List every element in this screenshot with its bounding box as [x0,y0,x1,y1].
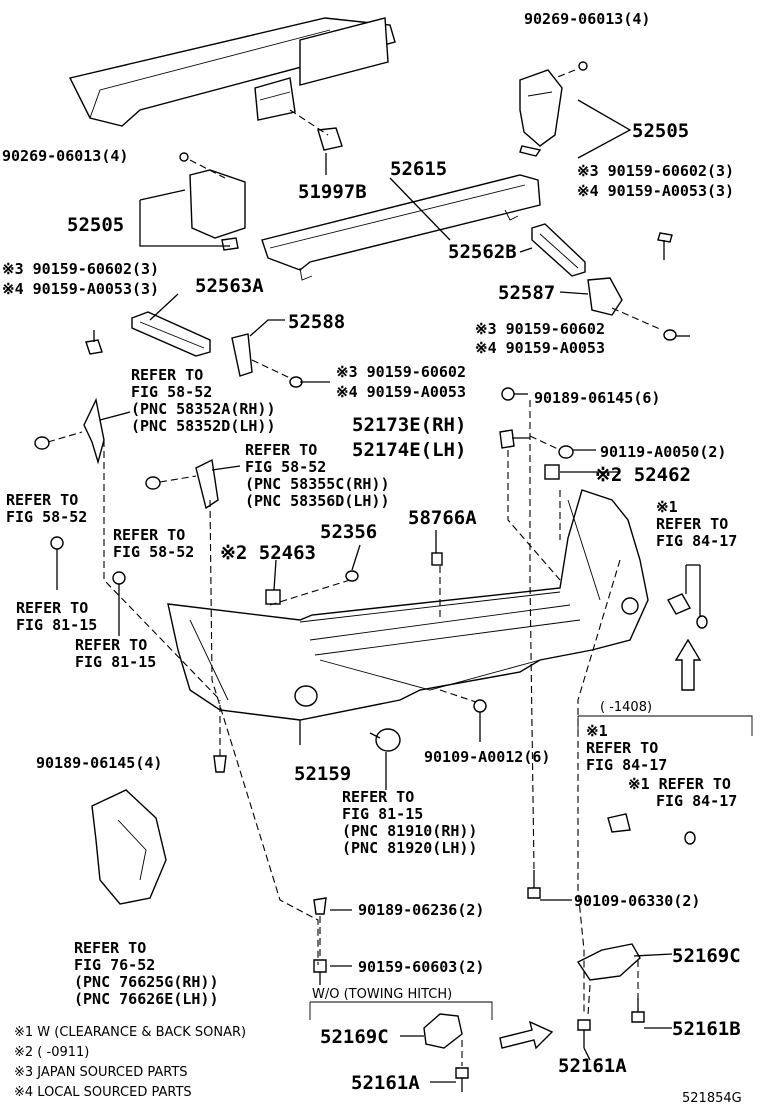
label-90159-60602-3-right: ※3 90159-60602(3) [577,162,734,180]
ref-fig-58-52-d: REFER TO FIG 58-52 [113,526,194,561]
label-90159-a0053-right: ※4 90159-A0053 [475,339,605,357]
label-52169c-left: 52169C [320,1026,389,1048]
diagram-id: 521854G [682,1091,742,1106]
label-90159-60602-right: ※3 90159-60602 [475,320,605,338]
label-52173e: 52173E(RH) [352,414,466,436]
ref-fig-81-15-a: REFER TO FIG 81-15 [16,599,97,634]
label-52562b: 52562B [448,241,517,263]
label-90269-06013-top: 90269-06013(4) [524,10,650,28]
ref-fig-84-17-c: ※1 REFER TO FIG 84-17 [628,775,740,810]
bumper-cover-52159-drawing [167,489,649,721]
label-58766a: 58766A [408,507,477,529]
label-52463: ※2 52463 [220,542,316,564]
bracket-52587-drawing [587,277,623,316]
label-52588: 52588 [288,311,345,333]
label-52563a: 52563A [195,275,264,297]
reference-labels: REFER TO FIG 58-52 (PNC 58352A(RH)) (PNC… [6,366,740,1008]
label-52462: ※2 52462 [595,464,691,486]
mudguard-76-52-drawing [91,789,167,905]
label-90159-60603: 90159-60603(2) [358,958,484,976]
footnote-3: ※3 JAPAN SOURCED PARTS [14,1065,188,1080]
drawings [34,17,753,1092]
box-label-towing-hitch: W/O (TOWING HITCH) [312,987,452,1002]
label-90159-60602-center: ※3 90159-60602 [336,363,466,381]
bracket-52169c-left-drawing [423,1013,463,1049]
label-90189-06236: 90189-06236(2) [358,901,484,919]
bracket-58352-drawing [83,397,105,465]
footnote-2: ※2 ( -0911) [14,1045,89,1060]
label-52161a-right: 52161A [558,1055,627,1077]
label-52505-right: 52505 [632,120,689,142]
bracket-52505-left-drawing [189,169,246,239]
bracket-52169c-right-drawing [576,943,641,981]
label-90159-60602-3-left: ※3 90159-60602(3) [2,260,159,278]
ref-fig-58-52-a: REFER TO FIG 58-52 (PNC 58352A(RH)) (PNC… [131,366,285,435]
ref-fig-76-52: REFER TO FIG 76-52 (PNC 76625G(RH)) (PNC… [74,939,228,1008]
label-90119-a0050: 90119-A0050(2) [600,443,726,461]
label-52174e: 52174E(LH) [352,439,466,461]
label-90159-a0053-center: ※4 90159-A0053 [336,383,466,401]
box-frame-towing-hitch [309,1001,493,1020]
label-52356: 52356 [320,521,377,543]
footnote-4: ※4 LOCAL SOURCED PARTS [14,1085,192,1100]
clip-51997b-drawing [317,127,343,151]
box-frame-1408 [578,715,753,736]
label-52615: 52615 [390,158,447,180]
label-52587: 52587 [498,282,555,304]
frame-rail-drawing [68,17,396,127]
ref-fig-81-15-c: REFER TO FIG 81-15 (PNC 81910(RH)) (PNC … [342,788,487,857]
direction-arrow-up [674,638,702,691]
part-labels: 90269-06013(4) 52505 90269-06013(4) 5199… [2,10,741,1094]
label-90189-06145-4: 90189-06145(4) [36,754,162,772]
label-90159-a0053-3-right: ※4 90159-A0053(3) [577,182,734,200]
ref-fig-84-17-a: ※1 REFER TO FIG 84-17 [656,498,737,550]
label-52169c-right: 52169C [672,945,741,967]
label-90159-a0053-3-left: ※4 90159-A0053(3) [2,280,159,298]
label-51997b: 51997B [298,181,367,203]
label-90189-06145-6: 90189-06145(6) [534,389,660,407]
label-52159: 52159 [294,763,351,785]
ref-fig-58-52-c: REFER TO FIG 58-52 [6,491,87,526]
bracket-52173e-drawing [499,429,515,449]
label-52505-left: 52505 [67,214,124,236]
retainer-52563a-drawing [131,311,211,357]
ref-fig-81-15-b: REFER TO FIG 81-15 [75,636,156,671]
label-52161a-left: 52161A [351,1072,420,1094]
ref-fig-58-52-b: REFER TO FIG 58-52 (PNC 58355C(RH)) (PNC… [245,441,399,510]
label-90269-06013-left: 90269-06013(4) [2,147,128,165]
ref-fig-84-17-b: ※1 REFER TO FIG 84-17 [586,722,667,774]
label-52161b: 52161B [672,1018,741,1040]
label-90109-06330: 90109-06330(2) [574,892,700,910]
box-label-1408: ( -1408) [600,700,652,715]
bracket-52588-drawing [231,333,253,377]
bracket-52505-right-drawing [519,69,563,147]
bracket-58355-drawing [195,458,219,510]
label-90109-a0012: 90109-A0012(6) [424,748,550,766]
footnotes: ※1 W (CLEARANCE & BACK SONAR) ※2 ( -0911… [14,1025,246,1100]
footnote-1: ※1 W (CLEARANCE & BACK SONAR) [14,1025,246,1040]
direction-arrow-right [499,1020,554,1050]
